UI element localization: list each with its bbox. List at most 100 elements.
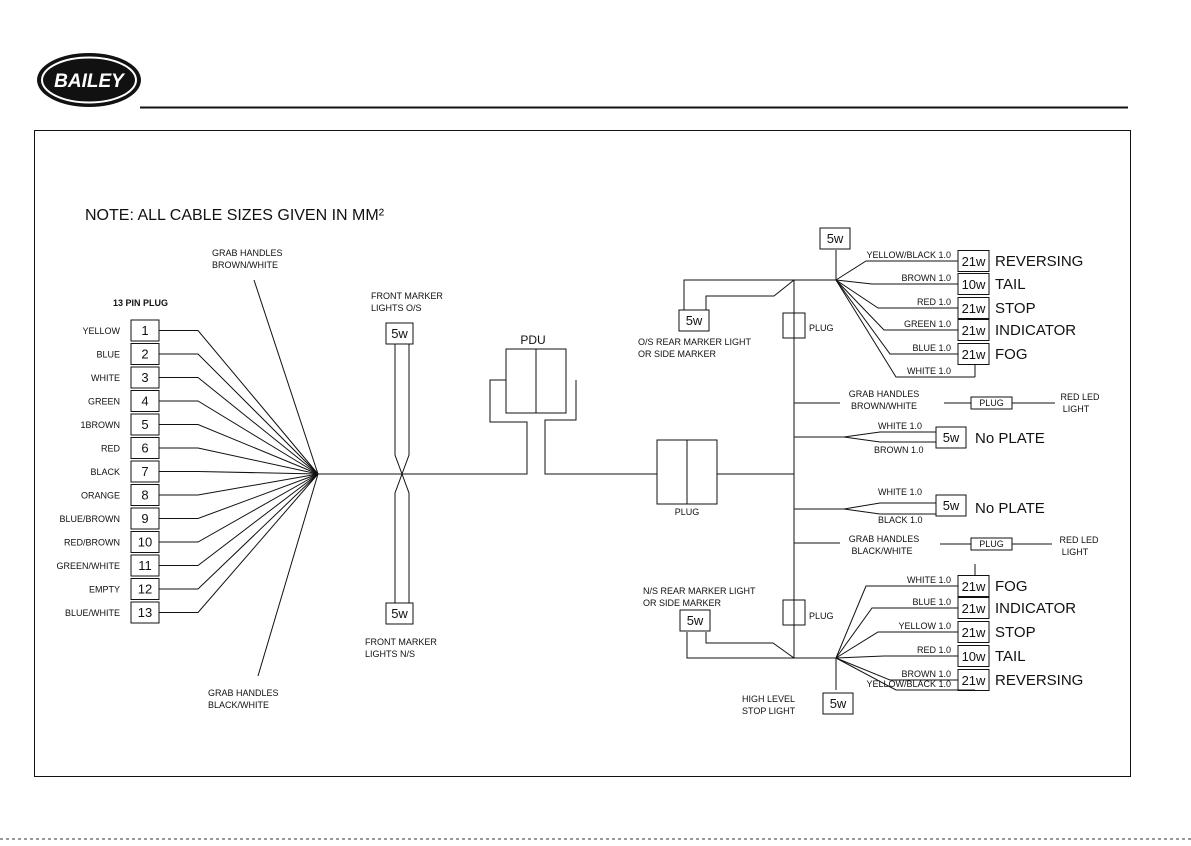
plate-top-name: No PLATE <box>975 430 1045 447</box>
pin-color-label: EMPTY <box>89 585 120 595</box>
cluster-wire <box>835 657 958 681</box>
front-marker-os-line1: FRONT MARKER <box>371 291 443 301</box>
cluster-wire-label: WHITE 1.0 <box>907 366 951 376</box>
pin-wire <box>159 330 319 475</box>
pin-color-label: RED/BROWN <box>64 538 120 548</box>
cluster-wire <box>835 279 958 355</box>
cluster-wire-label: RED 1.0 <box>917 645 951 655</box>
cluster-lamp-rating: 10w <box>962 277 986 292</box>
cluster-wire <box>835 655 958 659</box>
cluster-lamp-box <box>957 343 990 365</box>
cluster-lamp-name: TAIL <box>995 648 1026 665</box>
pin-wire <box>159 473 319 496</box>
cluster-lamp-name: INDICATOR <box>995 600 1076 617</box>
ns-rear-marker-line2: OR SIDE MARKER <box>643 598 722 608</box>
high-level-stop-box <box>822 692 854 715</box>
front-grab-top-line2: BROWN/WHITE <box>212 260 278 270</box>
cluster-lamp-name: STOP <box>995 624 1036 641</box>
front-marker-os-line2: LIGHTS O/S <box>371 303 422 313</box>
cluster-wire <box>835 279 958 285</box>
cluster-lamp-rating: 21w <box>962 347 986 362</box>
pin-row: ORANGE 8 <box>81 484 160 506</box>
cluster-lamp-box <box>957 273 990 295</box>
front-marker-ns-line1: FRONT MARKER <box>365 637 437 647</box>
front-grab-bottom-line2: BLACK/WHITE <box>208 700 269 710</box>
front-grab-bottom-line1: GRAB HANDLES <box>208 688 279 698</box>
rear-grab-top-plug <box>970 396 1013 410</box>
pin-color-label: ORANGE <box>81 491 120 501</box>
cluster-wire <box>835 657 975 691</box>
rear-grab-bottom-plug-label: PLUG <box>979 539 1004 549</box>
plate-top-wire-b: BROWN 1.0 <box>874 445 924 455</box>
cluster-lamp-rating: 21w <box>962 301 986 316</box>
cluster-lamp-name: FOG <box>995 578 1028 595</box>
rear-grab-bottom-line1: GRAB HANDLES <box>849 534 920 544</box>
plug-title: 13 PIN PLUG <box>113 298 168 308</box>
high-level-stop-line2: STOP LIGHT <box>742 706 796 716</box>
cluster-wire-label: GREEN 1.0 <box>904 319 951 329</box>
cluster-lamp-box <box>957 250 990 272</box>
center-plug-label: PLUG <box>675 507 700 517</box>
pin-wire <box>159 400 319 475</box>
cluster-lamp-box <box>957 645 990 667</box>
cluster-lamp-box <box>957 575 990 597</box>
pin-wire <box>159 473 319 519</box>
rear-ns-plug-label: PLUG <box>809 611 834 621</box>
pdu-label: PDU <box>520 333 545 347</box>
cluster-lamp-name: STOP <box>995 300 1036 317</box>
pin-wire <box>159 473 319 613</box>
pin-number: 12 <box>138 582 152 597</box>
plate-top-lamp-box <box>935 426 967 449</box>
cluster-lamp-rating: 21w <box>962 601 986 616</box>
pin-color-label: GREEN <box>88 397 120 407</box>
cluster-lamp-rating: 10w <box>962 649 986 664</box>
pin-row: GREEN 4 <box>88 390 160 412</box>
pin-number: 2 <box>141 347 148 362</box>
pin-number: 7 <box>141 464 148 479</box>
rear-grab-top-led-line1: RED LED <box>1060 392 1100 402</box>
pin-wire <box>159 473 319 566</box>
pin-number: 1 <box>141 323 148 338</box>
front-marker-ns-box <box>385 602 414 625</box>
cluster-wire-label: YELLOW 1.0 <box>898 621 951 631</box>
pin-number: 4 <box>141 394 148 409</box>
cluster-lamp-rating: 21w <box>962 323 986 338</box>
cluster-wire-label: BLUE 1.0 <box>912 343 951 353</box>
top-single-lamp-box <box>819 227 851 250</box>
pin-number: 8 <box>141 488 148 503</box>
pin-color-label: RED <box>101 444 121 454</box>
pin-color-label: BLACK <box>90 467 120 477</box>
rear-grab-top-plug-label: PLUG <box>979 398 1004 408</box>
rear-grab-top-led-line2: LIGHT <box>1063 404 1090 414</box>
pin-wire <box>159 471 319 475</box>
pin-wire <box>159 473 319 590</box>
bailey-logo: BAILEY <box>37 53 141 107</box>
cluster-wire <box>835 279 958 331</box>
cluster-lamp-rating: 21w <box>962 254 986 269</box>
plate-bottom-lamp-box <box>935 494 967 517</box>
plate-bottom-wire-a: WHITE 1.0 <box>878 487 922 497</box>
cluster-lamp-rating: 21w <box>962 625 986 640</box>
diagram-frame <box>34 130 1131 777</box>
os-rear-marker-box <box>678 309 710 332</box>
pin-number: 9 <box>141 511 148 526</box>
main-harness <box>253 279 657 677</box>
ns-rear-marker-line1: N/S REAR MARKER LIGHT <box>643 586 756 596</box>
pin-number: 11 <box>138 558 152 573</box>
cluster-lamp-box <box>957 621 990 643</box>
pin-color-label: WHITE <box>91 373 120 383</box>
cluster-lamp-box <box>957 597 990 619</box>
cable-size-note: NOTE: ALL CABLE SIZES GIVEN IN MM² <box>85 207 385 224</box>
cluster-wire-label: BLUE 1.0 <box>912 597 951 607</box>
rear-grab-bottom-led-line2: LIGHT <box>1062 547 1089 557</box>
pin-color-label: GREEN/WHITE <box>56 561 120 571</box>
